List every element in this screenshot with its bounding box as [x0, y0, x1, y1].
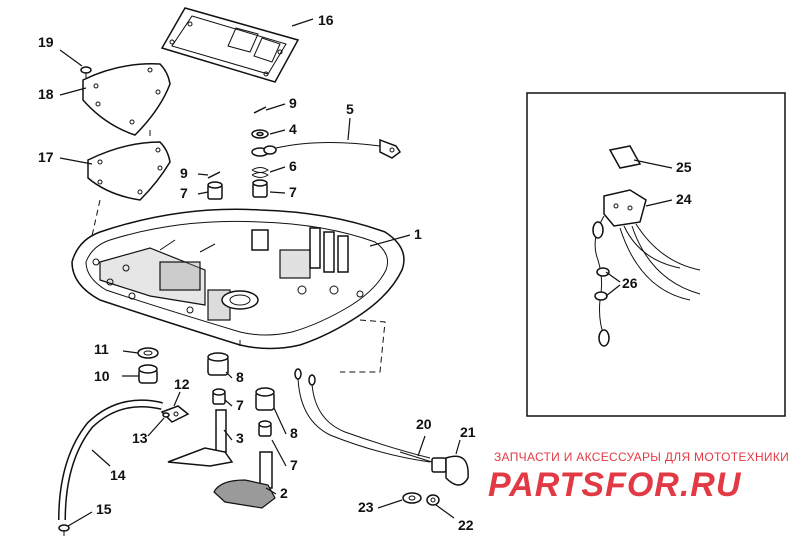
watermark-subtitle: ЗАПЧАСТИ И АКСЕССУАРЫ ДЛЯ МОТОТЕХНИКИ — [494, 450, 789, 464]
callout-25: 25 — [676, 159, 692, 175]
callout-22: 22 — [458, 517, 474, 533]
gasket-part — [160, 7, 300, 83]
callout-12: 12 — [174, 376, 190, 392]
callout-1: 1 — [414, 226, 422, 242]
callout-16: 16 — [318, 12, 334, 28]
callout-23: 23 — [358, 499, 374, 515]
inset-panel — [526, 92, 786, 417]
callout-13: 13 — [132, 430, 148, 446]
leader-lines — [59, 18, 673, 527]
callout-15: 15 — [96, 501, 112, 517]
kill-switch-assembly — [294, 368, 469, 506]
lower-center-parts — [167, 352, 276, 509]
callout-17: 17 — [38, 149, 54, 165]
callout-labels: 1 2 3 4 5 6 7 7 7 7 8 8 9 9 10 11 12 13 … — [38, 12, 692, 533]
callout-3: 3 — [236, 430, 244, 446]
callout-7-top-left: 7 — [180, 185, 188, 201]
callout-10: 10 — [94, 368, 110, 384]
callout-7-mid: 7 — [236, 397, 244, 413]
callout-14: 14 — [110, 467, 126, 483]
watermark: ЗАПЧАСТИ И АКСЕССУАРЫ ДЛЯ МОТОТЕХНИКИ PA… — [488, 450, 789, 504]
ground-cable — [263, 138, 402, 159]
callout-8-right: 8 — [290, 425, 298, 441]
callout-9-left: 9 — [180, 165, 188, 181]
callout-21: 21 — [460, 424, 476, 440]
callout-5: 5 — [346, 101, 354, 117]
callout-8-left: 8 — [236, 369, 244, 385]
callout-18: 18 — [38, 86, 54, 102]
cover-plate-upper — [82, 63, 171, 136]
callout-4: 4 — [289, 121, 297, 137]
callout-20: 20 — [416, 416, 432, 432]
callout-7-lower: 7 — [290, 457, 298, 473]
lower-left-parts — [58, 347, 190, 536]
cover-plate-lower — [87, 141, 171, 201]
callout-2: 2 — [280, 485, 288, 501]
callout-26: 26 — [622, 275, 638, 291]
main-housing — [71, 208, 405, 350]
callout-7-top-right: 7 — [289, 184, 297, 200]
callout-24: 24 — [676, 191, 692, 207]
callout-19: 19 — [38, 34, 54, 50]
callout-9-top: 9 — [289, 95, 297, 111]
callout-6: 6 — [289, 158, 297, 174]
callout-11: 11 — [94, 341, 109, 357]
watermark-brand: PARTSFOR.RU — [488, 466, 742, 504]
screw-19 — [80, 66, 92, 78]
small-parts-column — [207, 106, 269, 200]
